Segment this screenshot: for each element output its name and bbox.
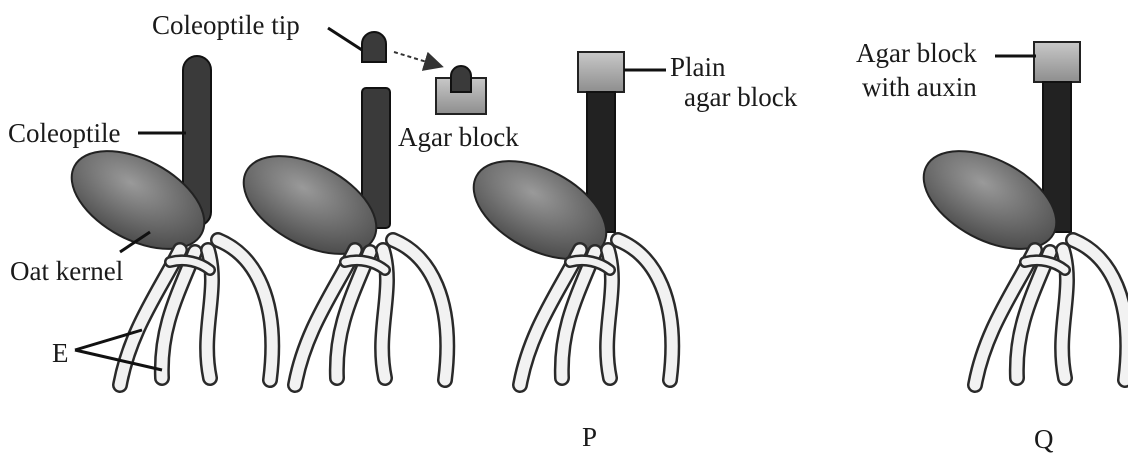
transfer-arrow — [394, 52, 440, 66]
auxin-agar-block — [1034, 42, 1080, 82]
roots — [120, 240, 272, 385]
label-agar-block: Agar block — [398, 122, 519, 152]
label-plain-agar-line1: Plain — [670, 52, 726, 82]
label-auxin-agar-line1: Agar block — [856, 38, 977, 68]
roots-2 — [295, 240, 447, 385]
coleoptile-tip-shape — [362, 32, 386, 62]
label-q: Q — [1034, 424, 1054, 454]
seedling-intact — [56, 56, 273, 385]
leader-coleoptile-tip — [328, 28, 362, 50]
plain-agar-block — [578, 52, 624, 92]
label-e: E — [52, 338, 69, 368]
roots-q — [975, 240, 1127, 385]
seedling-p — [458, 52, 673, 385]
label-oat-kernel: Oat kernel — [10, 256, 123, 286]
agar-block-with-tip — [436, 66, 486, 114]
label-auxin-agar-line2: with auxin — [862, 72, 977, 102]
label-coleoptile-tip: Coleoptile tip — [152, 10, 300, 40]
label-plain-agar-line2: agar block — [684, 82, 798, 112]
label-coleoptile: Coleoptile — [8, 118, 120, 148]
label-p: P — [582, 422, 597, 452]
roots-p — [520, 240, 672, 385]
